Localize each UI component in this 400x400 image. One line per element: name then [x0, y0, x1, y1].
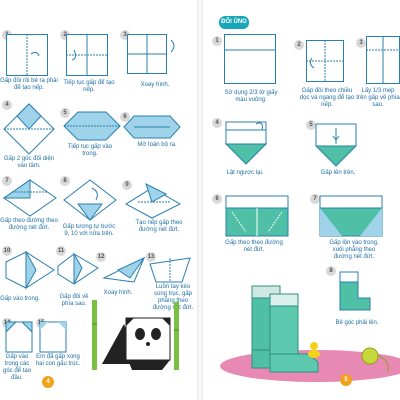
step-caption: Lật ngược lại. — [226, 170, 264, 176]
left-page: 1 Gấp đôi rồi bẻ ra phải để tạo nếp. 2 T… — [0, 0, 197, 400]
step-caption: Gấp vào trong các góc để tạo đầu. — [2, 354, 32, 381]
step-caption: Gấp 2 góc đối diện vào tâm. — [3, 156, 55, 169]
step-diagram — [5, 321, 33, 353]
step-caption: Luồn tay kéo song trục, gấp phẳng theo đ… — [152, 284, 194, 311]
fold-lines — [306, 40, 344, 82]
step-number: 4 — [2, 100, 12, 110]
step-diagram — [225, 195, 289, 237]
step-diagram — [149, 257, 191, 283]
step-number: 12 — [96, 252, 106, 262]
step-diagram — [319, 195, 383, 237]
fold-lines — [224, 49, 276, 51]
step-number: 8 — [60, 176, 70, 186]
step-number: 2 — [294, 40, 304, 50]
step-caption: Gấp vào trong. — [0, 296, 40, 302]
step-diagram — [57, 252, 99, 285]
step-caption: Em đã gấp xong hai con gấu trúc. — [35, 354, 81, 367]
step-diagram — [5, 250, 55, 290]
fold-lines — [127, 34, 175, 74]
step-caption: Xoay hình. — [140, 82, 170, 88]
step-number: 6 — [120, 112, 130, 122]
step-diagram — [63, 179, 117, 221]
step-diagram — [63, 111, 121, 141]
step-number: 3 — [356, 38, 366, 48]
step-caption: Mở toàn bộ ra. — [137, 142, 177, 148]
step-number: 2 — [60, 30, 70, 40]
page-number: 4 — [42, 376, 54, 388]
step-diagram — [224, 121, 268, 165]
step-number: 11 — [56, 246, 66, 256]
section-title: ĐÔI ỦNG — [219, 16, 249, 29]
step-caption: Tiếp tục gấp vào trong. — [67, 144, 113, 157]
step-caption: Gấp đôi rồi bẻ ra phải để tạo nếp. — [0, 78, 58, 91]
step-number: 13 — [146, 252, 156, 262]
step-caption: Gấp đôi theo chiều dọc và ngang để tạo n… — [299, 88, 355, 108]
fold-lines — [66, 34, 108, 76]
fold-lines — [26, 34, 40, 76]
step-number: 6 — [212, 194, 222, 204]
step-caption: Xoay hình. — [103, 290, 133, 296]
step-number: 8 — [326, 266, 336, 276]
step-number: 1 — [212, 36, 222, 46]
step-number: 7 — [2, 176, 12, 186]
boots-illustration — [220, 285, 400, 382]
step-caption: Sử dụng 2/3 tờ giấy màu vuông. — [224, 90, 278, 103]
step-caption: Gấp theo đường theo đường nét đứt. — [0, 218, 58, 231]
step-diagram — [224, 34, 276, 84]
step-caption: Tiếp tục gấp để tạo nếp. — [63, 80, 115, 93]
step-diagram — [102, 256, 146, 283]
step-number: 9 — [122, 180, 132, 190]
step-caption: Gấp lên trên. — [320, 170, 356, 176]
step-diagram — [2, 179, 57, 217]
step-caption: Bẻ góc phải lên. — [335, 320, 379, 326]
fold-lines — [366, 36, 400, 84]
page-number: 5 — [340, 374, 352, 386]
step-diagram — [3, 103, 55, 155]
step-caption: Gấp đôi về phía sau. — [59, 294, 89, 307]
step-caption: Gấp theo theo đường nét đứt. — [225, 240, 283, 253]
step-number: 10 — [2, 246, 12, 256]
step-caption: Gấp tương tự bước 9, 10 với nửa trên. — [62, 224, 116, 237]
step-number: 4 — [212, 118, 222, 128]
step-diagram — [124, 183, 182, 219]
step-caption: Tạo nếp gấp theo đường nét đứt. — [135, 220, 183, 233]
step-diagram — [339, 271, 371, 311]
step-number: 3 — [120, 30, 130, 40]
book-gutter — [197, 0, 203, 400]
step-diagram — [314, 123, 358, 167]
step-number: 5 — [306, 120, 316, 130]
step-caption: Gấp lộn vào trong, xuôi phẳng theo đường… — [329, 240, 379, 260]
panda-illustration — [92, 300, 179, 370]
step-number: 7 — [310, 194, 320, 204]
step-diagram — [123, 115, 181, 139]
step-diagram — [39, 321, 67, 353]
step-caption: Lấy 1/3 mép trên gấp về phía sau. — [356, 88, 400, 108]
step-number: 5 — [60, 108, 70, 118]
